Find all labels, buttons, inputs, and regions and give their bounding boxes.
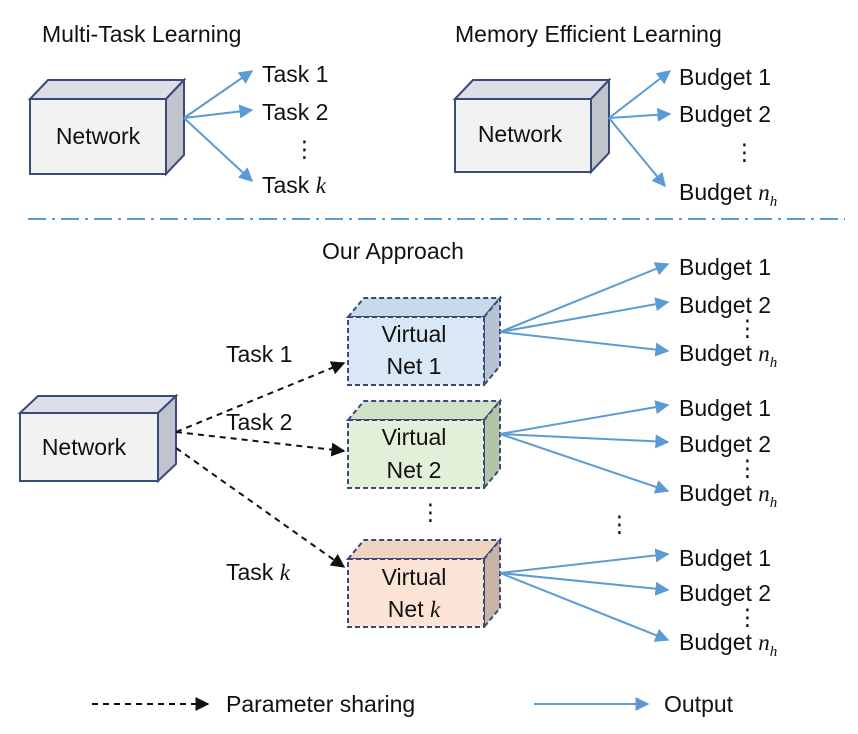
vertical-dots: ⋮	[608, 511, 631, 537]
budget-nh-label: Budget nh	[679, 179, 777, 210]
budget-nh-prefix: Budget	[679, 629, 753, 655]
task-k-label: Task k	[262, 172, 327, 198]
network-box-ours: Network	[17, 393, 179, 484]
virtual-net-k	[345, 537, 503, 630]
budget-nh-var: n	[758, 180, 770, 205]
vertical-dots: ⋮	[736, 315, 759, 341]
legend-output: Output	[664, 691, 734, 717]
budget-nh-prefix: Budget	[679, 179, 753, 205]
task-k-prefix: Task	[226, 559, 280, 585]
task-1-label: Task 1	[226, 341, 292, 367]
virtual-net-1	[345, 295, 503, 388]
virtual-net-2	[345, 398, 503, 491]
budget-nh-prefix: Budget	[679, 340, 753, 366]
legend-parameter-sharing: Parameter sharing	[226, 691, 415, 717]
task-k-label: Task k	[226, 559, 291, 585]
budget-1-label: Budget 1	[679, 545, 771, 571]
memory-efficient-title: Memory Efficient Learning	[455, 21, 722, 47]
network-box-multitask: Network	[27, 77, 187, 177]
budget-2-label: Budget 2	[679, 431, 771, 457]
vertical-dots: ⋮	[736, 604, 759, 630]
vertical-dots: ⋮	[736, 455, 759, 481]
task-k-var: k	[280, 560, 291, 585]
virtual-net-k-line2: Net k	[388, 596, 441, 622]
our-approach-title: Our Approach	[322, 238, 464, 264]
network-box-memory: Network	[452, 77, 612, 175]
task-k-prefix: Task	[262, 172, 310, 198]
task-2-label: Task 2	[262, 99, 328, 125]
virtual-net-k-prefix: Net	[388, 596, 430, 622]
parameter-sharing-arrows	[175, 361, 346, 568]
budget-nh-sub: h	[770, 644, 778, 660]
network-label: Network	[56, 123, 141, 149]
budget-nh-prefix: Budget	[679, 480, 753, 506]
virtual-net-2-line2: Net 2	[387, 457, 442, 483]
task-1-label: Task 1	[262, 61, 328, 87]
budget-nh-label: Budget nh	[679, 340, 777, 371]
virtual-net-k-var: k	[430, 597, 441, 622]
budget-nh-sub: h	[770, 355, 778, 371]
budget-2-label: Budget 2	[679, 580, 771, 606]
virtual-net-1-line1: Virtual	[382, 321, 447, 347]
vertical-dots: ⋮	[419, 499, 442, 525]
budget-2-label: Budget 2	[679, 101, 771, 127]
budget-nh-label: Budget nh	[679, 480, 777, 511]
multitask-output-arrows	[183, 70, 254, 182]
budget-1-label: Budget 1	[679, 64, 771, 90]
budget-nh-label: Budget nh	[679, 629, 777, 660]
vertical-dots: ⋮	[293, 136, 316, 162]
virtual-net-2-line1: Virtual	[382, 424, 447, 450]
budget-1-label: Budget 1	[679, 395, 771, 421]
vertical-dots: ⋮	[733, 139, 756, 165]
budget-nh-sub: h	[770, 194, 778, 210]
budget-nh-sub: h	[770, 495, 778, 511]
budget-1-label: Budget 1	[679, 254, 771, 280]
network-label: Network	[478, 121, 563, 147]
memory-output-arrows	[608, 70, 672, 188]
budget-nh-var: n	[758, 630, 770, 655]
task-k-var: k	[316, 173, 327, 198]
legend: Parameter sharing Output	[92, 691, 734, 717]
budget-nh-var: n	[758, 481, 770, 506]
multitask-title: Multi-Task Learning	[42, 21, 241, 47]
budget-nh-var: n	[758, 341, 770, 366]
virtual-net-output-arrows	[499, 262, 670, 642]
task-2-label: Task 2	[226, 409, 292, 435]
virtual-net-k-line1: Virtual	[382, 564, 447, 590]
budget-2-label: Budget 2	[679, 292, 771, 318]
virtual-net-1-line2: Net 1	[387, 353, 442, 379]
network-label: Network	[42, 434, 127, 460]
